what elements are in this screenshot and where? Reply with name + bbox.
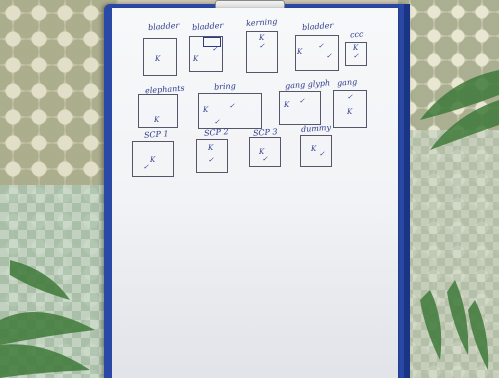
row3-label-1: SCP 1 bbox=[144, 129, 169, 140]
row1-box-3-mark-1: K bbox=[259, 34, 264, 42]
row2-box-3-mark-1: K bbox=[284, 101, 289, 109]
row1-box-3-mark-2: ✓ bbox=[259, 42, 265, 50]
row3-box-1-mark-2: ✓ bbox=[143, 163, 149, 171]
row1-box-5-mark-1: K bbox=[353, 44, 358, 52]
row1-box-4-mark-2: ✓ bbox=[318, 42, 324, 50]
row2-box-4-mark-1: K bbox=[347, 108, 352, 116]
row1-label-5: ccc bbox=[350, 30, 364, 40]
row1-box-4-mark-3: ✓ bbox=[326, 52, 332, 60]
paper-shadow bbox=[112, 200, 398, 378]
row3-box-4-mark-1: K bbox=[311, 145, 316, 153]
row3-box-2-mark-1: K bbox=[208, 144, 213, 152]
row1-box-1-mark: K bbox=[155, 55, 160, 63]
row2-box-3-mark-2: ✓ bbox=[299, 97, 305, 105]
row3-label-2: SCP 2 bbox=[204, 127, 229, 138]
row3-box-1-mark-1: K bbox=[150, 156, 155, 164]
row2-box-2-mark-3: ✓ bbox=[214, 118, 220, 126]
row1-box-2-mark-1: K bbox=[193, 55, 198, 63]
row2-label-4: gang bbox=[337, 77, 358, 87]
row1-box-2-mark-2: ✓ bbox=[212, 45, 218, 53]
row1-box-4-mark-1: K bbox=[297, 48, 302, 56]
row3-box-2-mark-2: ✓ bbox=[208, 156, 214, 164]
row3-box-4-mark-2: ✓ bbox=[319, 150, 325, 158]
row1-box-5-mark-2: ✓ bbox=[353, 52, 359, 60]
row2-box-4-mark-2: ✓ bbox=[347, 93, 353, 101]
row3-box-3-mark-2: ✓ bbox=[262, 155, 268, 163]
row2-box-2-mark-2: ✓ bbox=[229, 102, 235, 110]
row2-box-2-mark-1: K bbox=[203, 106, 208, 114]
row2-box-1-mark: K bbox=[154, 116, 159, 124]
clipboard-edge bbox=[404, 4, 410, 378]
row2-label-2: bring bbox=[214, 81, 236, 91]
